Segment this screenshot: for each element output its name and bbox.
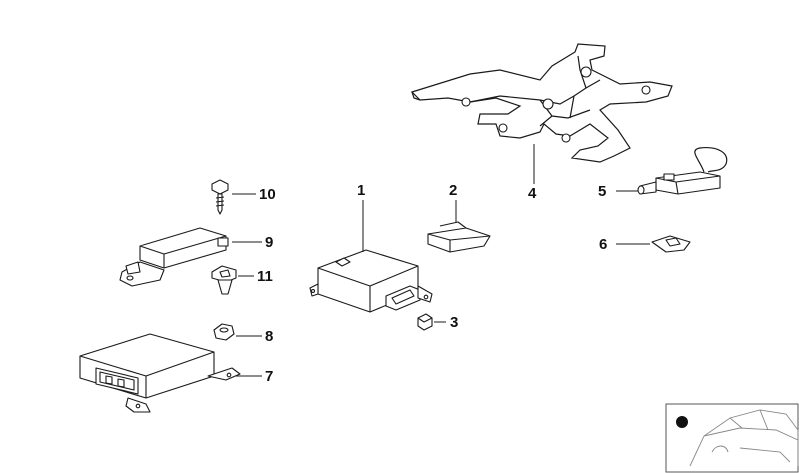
callout-11: 11 <box>257 268 273 285</box>
clip[interactable] <box>651 235 691 253</box>
nut[interactable] <box>417 313 433 331</box>
callout-7: 7 <box>265 368 273 385</box>
car-location-thumbnail[interactable] <box>665 403 799 473</box>
screw[interactable] <box>211 179 229 215</box>
control-unit[interactable] <box>309 249 433 313</box>
wiring-harness[interactable] <box>410 43 673 163</box>
callout-labels: 1 2 3 4 5 6 7 8 9 10 11 <box>257 182 607 385</box>
leader-lines <box>232 144 650 377</box>
hex-nut[interactable] <box>213 323 235 341</box>
push-clip[interactable] <box>211 265 237 295</box>
callout-3: 3 <box>450 314 458 331</box>
callout-1: 1 <box>357 182 365 199</box>
sensor-module[interactable] <box>119 227 229 287</box>
location-dot-icon <box>676 416 688 428</box>
callout-2: 2 <box>449 182 457 199</box>
callout-10: 10 <box>259 186 276 203</box>
callout-4: 4 <box>528 185 537 202</box>
large-control-unit[interactable] <box>79 333 241 413</box>
bracket[interactable] <box>427 221 491 253</box>
callout-5: 5 <box>598 183 606 200</box>
callout-9: 9 <box>265 234 273 251</box>
callout-6: 6 <box>599 236 607 253</box>
sensor-with-cable[interactable] <box>637 147 728 195</box>
callout-8: 8 <box>265 328 273 345</box>
